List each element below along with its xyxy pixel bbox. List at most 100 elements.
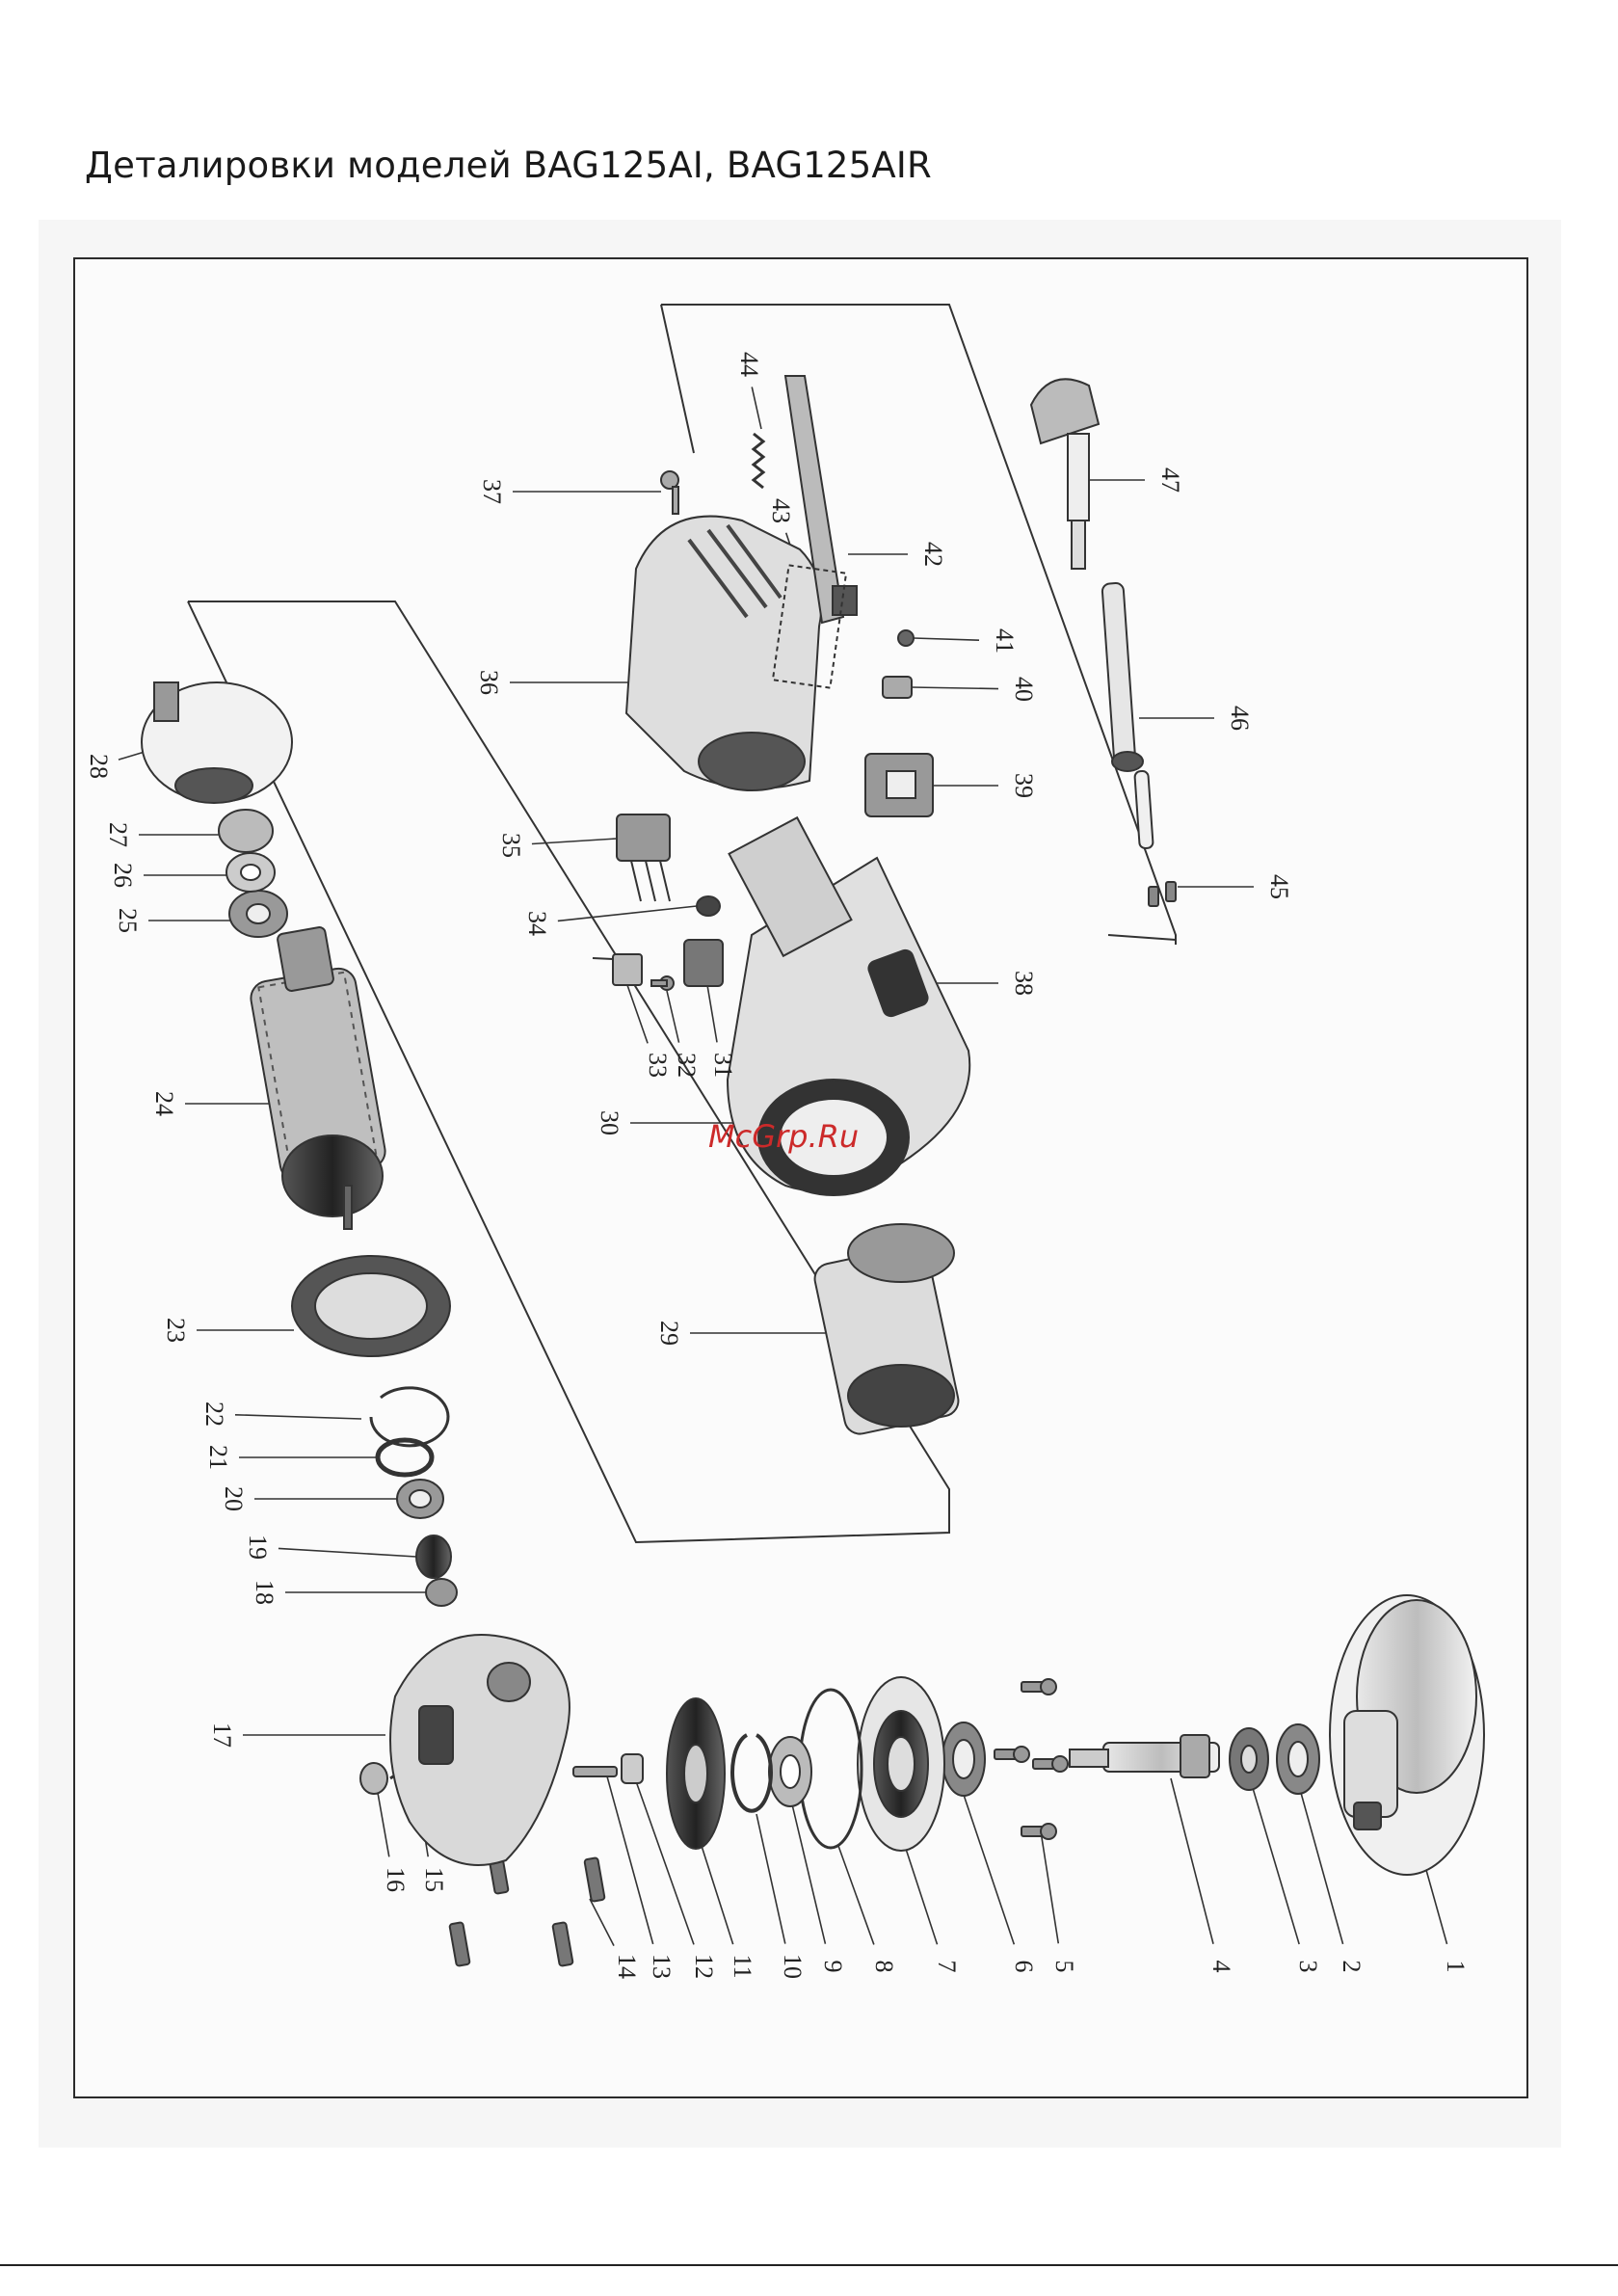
- callout-37: 37: [478, 479, 506, 504]
- callout-30: 30: [596, 1110, 623, 1135]
- callout-38: 38: [1010, 971, 1038, 996]
- callout-47: 47: [1156, 467, 1184, 493]
- armature: [249, 926, 388, 1229]
- callout-18: 18: [251, 1580, 279, 1605]
- brush-holder: [684, 940, 723, 986]
- callout-22: 22: [200, 1402, 228, 1427]
- rear-cover: [142, 682, 292, 803]
- cable-clamp: [883, 677, 912, 698]
- clamp-screw: [898, 630, 914, 646]
- callout-42: 42: [919, 542, 947, 567]
- leader-line-19: [279, 1548, 416, 1557]
- callout-13: 13: [648, 1954, 676, 1979]
- callout-43: 43: [767, 498, 795, 523]
- bevel-gear: [667, 1698, 725, 1849]
- callout-28: 28: [85, 754, 113, 779]
- inner-flange: [1230, 1728, 1268, 1790]
- watermark-text: McGrp.Ru: [708, 1118, 859, 1155]
- callout-27: 27: [104, 822, 132, 847]
- leader-line-41: [914, 638, 979, 640]
- leader-line-31: [707, 985, 717, 1042]
- snap-ring: [371, 1388, 448, 1446]
- callout-39: 39: [1010, 773, 1038, 798]
- gear-housing-screws: [449, 1850, 604, 1966]
- outer-flange-nut: [1277, 1724, 1319, 1794]
- spring-washer: [697, 896, 720, 916]
- callout-6: 6: [1010, 1961, 1038, 1973]
- spindle-bushing: [622, 1754, 643, 1783]
- leader-line-3: [1253, 1788, 1299, 1944]
- callout-9: 9: [819, 1961, 847, 1973]
- callout-31: 31: [709, 1053, 737, 1078]
- leader-line-22: [235, 1415, 361, 1419]
- rear-bearing: [229, 891, 287, 937]
- pinion-gear: [416, 1535, 451, 1578]
- callout-11: 11: [729, 1954, 756, 1978]
- spindle: [1070, 1735, 1219, 1777]
- lock-button: [360, 1763, 387, 1794]
- brush-holder-screw: [651, 976, 674, 990]
- leader-line-16: [378, 1793, 389, 1856]
- cable-sleeve: [1101, 582, 1153, 848]
- air-baffle: [292, 1256, 450, 1356]
- leader-line-6: [964, 1795, 1014, 1944]
- callout-32: 32: [673, 1053, 701, 1078]
- callout-29: 29: [655, 1321, 683, 1346]
- callout-34: 34: [523, 911, 551, 936]
- leader-line-8: [838, 1846, 874, 1944]
- bearing-plate: [858, 1677, 944, 1851]
- spindle-bearing: [942, 1722, 985, 1796]
- callout-19: 19: [244, 1535, 272, 1560]
- bracket-handle-left: [661, 305, 694, 453]
- rotor-bearing-front: [397, 1480, 443, 1518]
- cover-screw: [661, 471, 678, 514]
- gear-bearing: [769, 1737, 811, 1806]
- callout-2: 2: [1338, 1961, 1366, 1973]
- callout-4: 4: [1207, 1961, 1235, 1973]
- leader-line-40: [912, 687, 998, 689]
- stator: [812, 1224, 962, 1437]
- gear-housing: [390, 1635, 570, 1865]
- bearing-bush: [219, 810, 273, 852]
- assembly-brackets: [188, 305, 1176, 1542]
- wire-terminals: [1149, 882, 1176, 906]
- leader-line-10: [756, 1814, 785, 1944]
- leader-line-13: [607, 1776, 653, 1944]
- callout-17: 17: [208, 1722, 236, 1748]
- leader-line-14: [590, 1899, 614, 1946]
- leader-line-44: [752, 387, 761, 429]
- leader-line-2: [1301, 1793, 1343, 1944]
- callout-15: 15: [420, 1867, 448, 1892]
- leader-line-34: [558, 906, 697, 921]
- callout-21: 21: [204, 1445, 232, 1470]
- bracket-wire-group: [1108, 935, 1176, 940]
- callout-1: 1: [1442, 1961, 1470, 1973]
- callout-33: 33: [644, 1053, 672, 1078]
- leader-line-4: [1171, 1778, 1213, 1944]
- bearing-sleeve: [226, 853, 275, 892]
- callout-36: 36: [475, 670, 503, 695]
- callout-12: 12: [690, 1954, 718, 1979]
- leader-line-33: [627, 985, 648, 1043]
- bottom-rule: [0, 2264, 1618, 2266]
- callout-40: 40: [1010, 677, 1038, 702]
- parts: [142, 376, 1484, 1966]
- callout-44: 44: [735, 352, 763, 377]
- leader-line-11: [702, 1846, 733, 1944]
- callout-23: 23: [162, 1318, 190, 1343]
- leader-line-32: [667, 991, 679, 1043]
- callout-25: 25: [114, 908, 142, 933]
- on-off-switch: [865, 754, 933, 816]
- power-plug: [1031, 379, 1099, 569]
- leader-line-28: [119, 752, 145, 760]
- handle-cover: [626, 517, 822, 790]
- callout-14: 14: [613, 1954, 641, 1979]
- callout-16: 16: [382, 1867, 410, 1892]
- callout-20: 20: [220, 1486, 248, 1511]
- lever-spring: [754, 434, 763, 488]
- leader-line-7: [906, 1849, 938, 1944]
- callout-26: 26: [109, 863, 137, 888]
- carbon-brush: [593, 954, 642, 985]
- callout-3: 3: [1294, 1961, 1322, 1973]
